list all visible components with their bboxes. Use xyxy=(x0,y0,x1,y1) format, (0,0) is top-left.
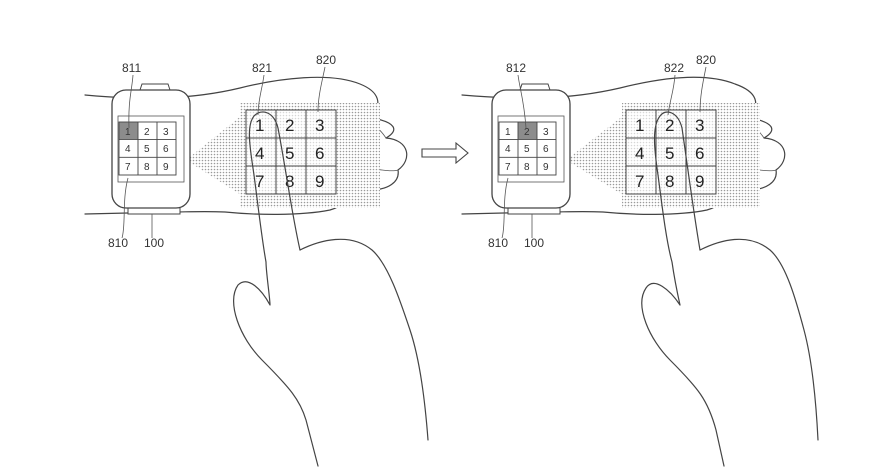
watch-key-9-right: 9 xyxy=(543,162,549,173)
label-821: 821 xyxy=(252,61,272,75)
label-820-right: 820 xyxy=(696,53,716,67)
watch-key-5: 5 xyxy=(144,144,150,155)
label-811: 811 xyxy=(122,61,141,75)
watch-key-8-right: 8 xyxy=(524,162,530,173)
projected-key-2: 2 xyxy=(285,116,294,135)
watch-key-6: 6 xyxy=(163,144,169,155)
watch-key-2-right: 2 xyxy=(524,127,530,138)
watch-key-2: 2 xyxy=(144,127,150,138)
projected-key-7: 7 xyxy=(255,172,264,191)
watch-keypad-right: 1 2 3 4 5 6 7 8 9 xyxy=(498,121,557,176)
leader-810-left xyxy=(121,177,129,239)
projected-key-6: 6 xyxy=(315,144,324,163)
watch-key-9: 9 xyxy=(163,162,169,173)
label-810-right: 810 xyxy=(488,236,508,250)
label-820-left: 820 xyxy=(316,53,336,67)
watch-key-7-right: 7 xyxy=(505,162,511,173)
touching-hand-right xyxy=(641,111,725,467)
leader-820-left xyxy=(317,66,326,113)
projected-key-5-right: 5 xyxy=(665,144,674,163)
projected-key-9: 9 xyxy=(315,172,324,191)
projected-keypad-right: 1 2 3 4 5 6 7 8 9 xyxy=(625,109,717,195)
watch-key-7: 7 xyxy=(125,162,131,173)
watch-key-highlight-right xyxy=(518,122,537,139)
leader-821 xyxy=(257,74,265,116)
projected-key-8-right: 8 xyxy=(665,172,674,191)
label-810-left: 810 xyxy=(108,236,128,250)
left-panel: 1 2 3 4 5 6 7 8 9 1 xyxy=(84,76,429,467)
label-100-right: 100 xyxy=(524,236,544,250)
watch-key-4: 4 xyxy=(125,144,131,155)
watch-crown xyxy=(139,83,171,91)
leader-811 xyxy=(128,74,134,129)
projection-beam xyxy=(186,112,246,198)
projected-key-4: 4 xyxy=(255,144,264,163)
watch-keypad: 1 2 3 4 5 6 7 8 9 xyxy=(118,121,177,176)
leader-810-right xyxy=(501,177,509,239)
transition-arrow xyxy=(421,141,469,165)
palm-edge xyxy=(299,238,429,441)
projected-key-7-right: 7 xyxy=(635,172,644,191)
projected-key-1-right: 1 xyxy=(635,116,644,135)
projected-key-1: 1 xyxy=(255,116,264,135)
watch-key-5-right: 5 xyxy=(524,144,530,155)
hand-outline xyxy=(84,76,408,215)
projected-keypad: 1 2 3 4 5 6 7 8 9 xyxy=(245,109,337,195)
label-100-left: 100 xyxy=(144,236,164,250)
watch-key-1-right: 1 xyxy=(505,127,511,138)
label-812: 812 xyxy=(506,61,526,75)
watch-key-6-right: 6 xyxy=(543,144,549,155)
leader-820-right xyxy=(699,66,707,113)
projected-key-2-right: 2 xyxy=(665,116,674,135)
projected-key-9-right: 9 xyxy=(695,172,704,191)
projection-beam-right xyxy=(566,112,628,198)
hand-outline-right xyxy=(461,76,786,215)
label-822: 822 xyxy=(664,61,684,75)
projected-key-3: 3 xyxy=(315,116,324,135)
projected-key-5: 5 xyxy=(285,144,294,163)
smartwatch: 1 2 3 4 5 6 7 8 9 xyxy=(111,83,191,215)
watch-key-highlight xyxy=(119,122,138,139)
projected-key-8: 8 xyxy=(285,172,294,191)
watch-key-3-right: 3 xyxy=(543,127,549,138)
touching-hand xyxy=(233,111,319,467)
watch-key-8: 8 xyxy=(144,162,150,173)
projected-key-3-right: 3 xyxy=(695,116,704,135)
leader-812 xyxy=(517,74,527,129)
right-panel: 1 2 3 4 5 6 7 8 9 1 2 3 xyxy=(461,76,819,467)
projected-key-6-right: 6 xyxy=(695,144,704,163)
palm-edge-right xyxy=(699,238,819,441)
watch-crown-right xyxy=(519,83,551,91)
watch-key-1: 1 xyxy=(125,127,131,138)
leader-822 xyxy=(667,74,676,116)
projected-key-4-right: 4 xyxy=(635,144,644,163)
watch-key-3: 3 xyxy=(163,127,169,138)
smartwatch-right: 1 2 3 4 5 6 7 8 9 xyxy=(491,83,571,215)
watch-key-4-right: 4 xyxy=(505,144,511,155)
